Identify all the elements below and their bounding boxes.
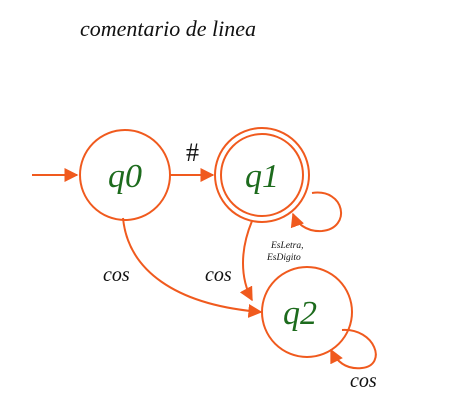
state-q2-label: q2 <box>283 295 317 332</box>
transition-q1-q2-label: cos <box>205 264 232 286</box>
state-q1-label: q1 <box>245 158 279 195</box>
transition-q0-q2 <box>122 217 263 318</box>
transition-q1-q1-label-line2: EsDigito <box>266 253 301 263</box>
transition-q1-q1 <box>290 191 343 233</box>
state-q1-inner-circle <box>220 133 304 217</box>
state-q2: q2 <box>261 266 353 358</box>
state-q1-outer-circle <box>214 127 310 223</box>
transition-q0-q1-label: # <box>186 138 199 167</box>
state-q1: q1 <box>214 127 310 223</box>
state-q2-circle <box>261 266 353 358</box>
state-q0-label: q0 <box>108 158 142 195</box>
state-q0-circle <box>79 129 171 221</box>
transition-q1-q2 <box>239 220 253 302</box>
transition-q0-q2-label: cos <box>103 264 130 286</box>
diagram-title: comentario de linea <box>80 16 256 41</box>
transition-q2-q2 <box>330 328 377 370</box>
transition-q2-q2-label: cos <box>350 370 377 392</box>
state-q0: q0 <box>79 129 171 221</box>
transition-q1-q1-label-line1: EsLetra, <box>270 241 303 251</box>
